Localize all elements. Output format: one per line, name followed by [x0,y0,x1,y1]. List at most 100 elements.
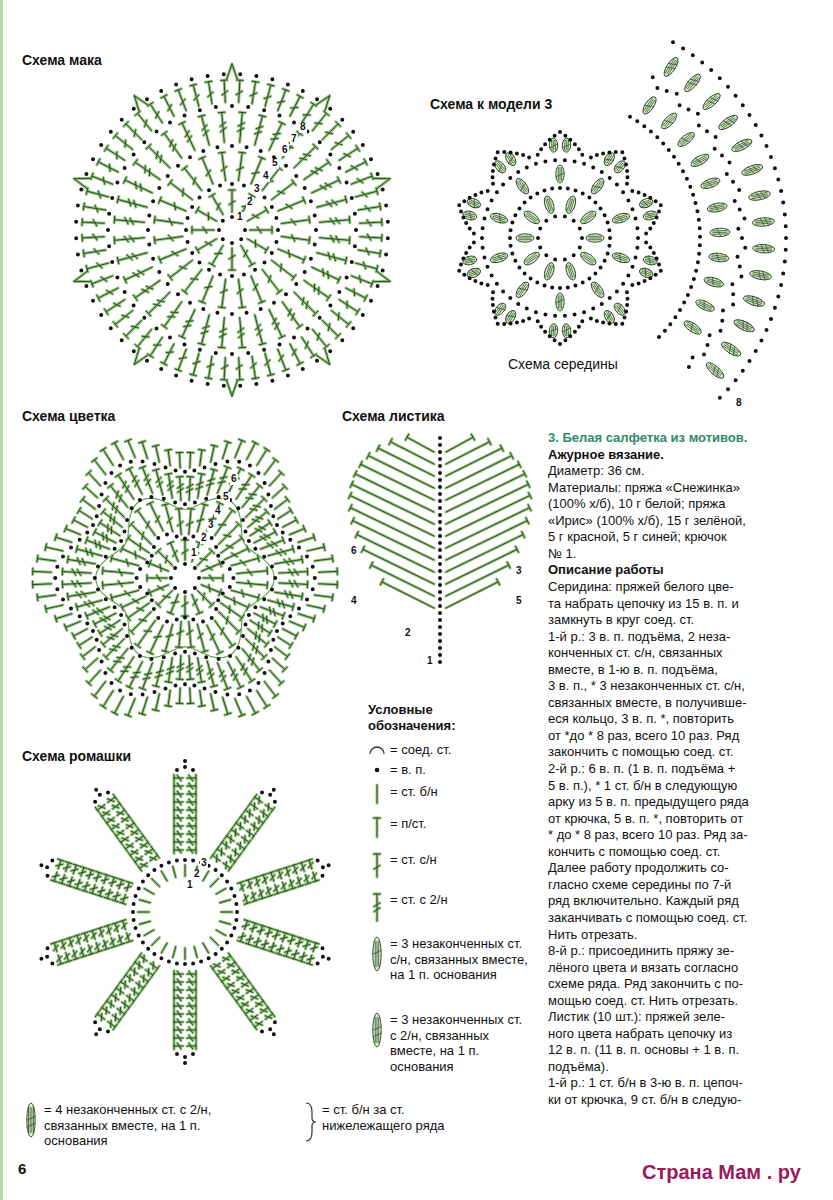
body-text: Ажурное вязание. [548,447,664,463]
legend-symbol [366,890,388,924]
chain-dots [375,768,380,773]
slip-stitch-symbol [370,747,384,754]
body-text: та набрать цепочку из 15 в. п. и [548,596,739,612]
chain-dots [457,40,788,400]
cluster-oval [27,1103,35,1137]
stitch-halo [374,854,380,877]
body-text: Далее работу продолжить со- [548,860,729,876]
body-text: Диаметр: 36 см. [548,463,645,479]
row-number: 5 [515,596,523,607]
body-text: кончить с помощью соед. ст. [548,844,720,860]
legend-text: = 3 незаконченных ст. с 2/н, связанных в… [390,1012,528,1074]
chart-title: Схема к модели 3 [430,96,552,113]
stitch-line [51,775,319,1049]
body-text: ряд включительно. Каждый ряд [548,893,739,909]
body-text: Серидина: пряжей белого цве- [548,579,734,595]
chart-caption: Схема середины [508,356,618,373]
stitch-halo [51,775,319,1049]
legend-entry: = в. п. [366,762,530,780]
legend-entry: = ст. с/н [366,850,530,880]
body-text: 8-й р.: присоединить пряжу зе- [548,943,734,959]
row-number: 1 [186,880,194,891]
row-number: 1 [190,548,198,559]
legend-text: = ст. б/н за ст. нижележащего ряда [322,1102,487,1133]
body-text: связанных вместе, в получивше- [548,695,747,711]
legend-symbol [366,1010,388,1050]
cluster-oval [373,937,381,971]
stitch-line [74,64,390,396]
legend-symbol [366,934,388,974]
chart-title: Схема листика [342,408,445,425]
body-text: 3 в. п., * 3 незаконченных ст. с/н, [548,678,745,694]
row-number: 2 [193,869,201,880]
row-number: 8 [735,398,743,409]
row-number: 1 [236,212,244,223]
legend-entry: = ст. с 2/н [366,890,530,924]
leaf-chart [349,434,532,664]
page-number: 6 [18,1160,26,1178]
chain-dots [53,460,317,697]
poppy-chart [74,64,390,396]
row-number: 8 [299,122,307,133]
body-text: подъёма). [548,1059,609,1075]
row-number: 2 [246,197,254,208]
bracket-symbol [306,1103,316,1141]
row-number: 3 [253,184,261,195]
legend-symbol [366,814,388,840]
legend-entry: = ст. б/н [366,782,530,806]
row-number: 3 [515,566,523,577]
body-text: «Ирис» (100% х/б), 15 г зелёной, [548,513,746,529]
body-text: конченных ст. с/н, связанных [548,645,723,661]
page-edge [0,0,3,1200]
cluster-lines [373,1017,382,1043]
body-text: * до * 8 раз, всего 10 раз. Ряд за- [548,827,747,843]
article-heading: 3. Белая салфетка из мотивов. [548,430,747,446]
body-text: ного цвета набрать цепочку из [548,1026,732,1042]
legend-text: = в. п. [390,762,530,778]
legend-text: = ст. с/н [390,852,530,868]
cluster-oval [373,1013,381,1047]
legend-entry: = 3 незаконченных ст. с 2/н, связанных в… [366,1010,528,1074]
body-text: закончить с помощью соед. ст. [548,744,733,760]
cluster-lines [373,941,382,967]
legend-text: = 4 незаконченных ст. с 2/н, связанных в… [44,1102,259,1149]
row-number: 6 [281,145,289,156]
chart-title: Схема мака [22,52,102,69]
row-number: 6 [350,546,358,557]
legend-symbol [298,1100,320,1144]
legend-symbol [366,742,388,760]
body-text: от *до * 8 раз, всего 10 раз. Ряд [548,728,739,744]
chart-title: Схема цветка [22,408,115,425]
legend-entry: = п/ст. [366,814,530,840]
body-text: Материалы: пряжа «Снежинка» [548,480,740,496]
stitch-halo [374,894,380,921]
body-text: еся кольцо, 3 в. п. *, повторить [548,711,734,727]
body-text: Нить отрезать. [548,927,637,943]
daisy-chart [39,759,330,1065]
row-number: 2 [404,628,412,639]
row-number: 4 [350,596,358,607]
body-text: замкнуть в круг соед. ст. [548,612,694,628]
body-text: заканчивать с помощью соед. ст. [548,910,747,926]
body-text: схеме ряда. Ряд закончить с по- [548,976,743,992]
body-text: 5 в. п.), * 1 ст. б/н в следующую [548,778,737,794]
body-text: лёного цвета и вязать согласно [548,960,738,976]
row-number: 5 [222,492,230,503]
legend-symbol [366,762,388,780]
legend-text: = 3 незаконченных ст. с/н, связанных вме… [390,936,528,983]
stitch-line [374,894,380,921]
legend-entry: = 4 незаконченных ст. с 2/н, связанных в… [20,1100,259,1149]
round-outline [96,498,275,658]
body-text: Листик (10 шт.): пряжей зеле- [548,1009,725,1025]
legend-entry: = соед. ст. [366,742,530,760]
body-text: от крючка, 5 в. п. *, повторить от [548,811,743,827]
stitch-halo [374,818,380,837]
chain-dots [74,72,390,388]
cluster-lines [27,1107,36,1133]
body-text: арку из 5 в. п. предыдущего ряда [548,794,749,810]
stitch-line [377,785,378,803]
stitch-line [374,854,380,877]
stitch-line [33,439,338,716]
body-text: 1-й р.: 1 ст. б/н в 3-ю в. п. цепоч- [548,1075,743,1091]
legend-symbol [20,1100,42,1140]
